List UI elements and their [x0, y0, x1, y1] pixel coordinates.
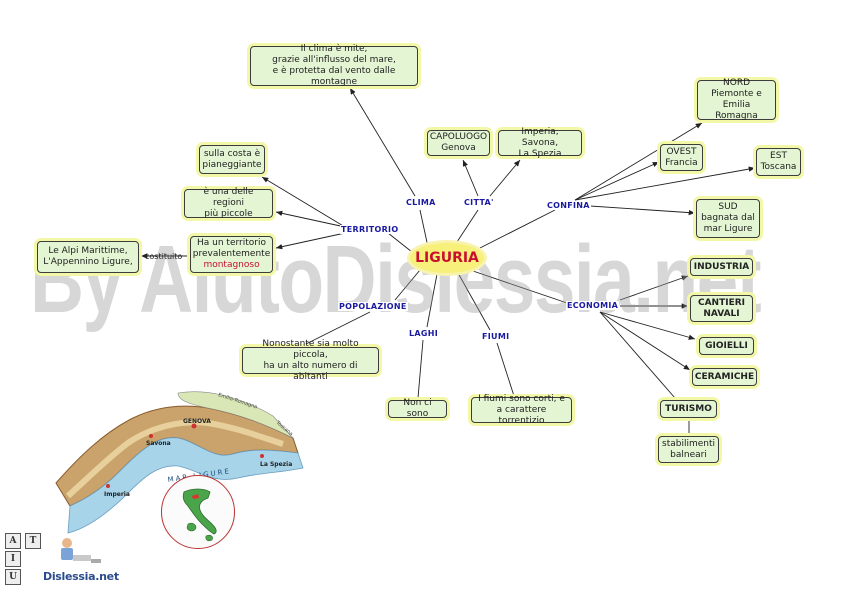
- node-clima-line-1: Il clima è mite,: [300, 44, 368, 54]
- node-cantieri-line-2: NAVALI: [703, 308, 740, 319]
- node-laghi-line-1: Non ci sono: [403, 398, 432, 419]
- node-clima[interactable]: Il clima è mite,grazie all'influsso del …: [250, 44, 418, 87]
- node-altre-citta-line-2: La Spezia: [518, 148, 562, 159]
- watermark: By AiutoDislessia.net: [30, 226, 762, 333]
- logo-letter-i: I: [5, 551, 21, 567]
- node-piccole-line-1: è una delle regioni: [203, 187, 254, 208]
- node-alpi[interactable]: Le Alpi Marittime,L'Appennino Ligure,: [37, 241, 139, 273]
- logo-letter-a: A: [5, 533, 21, 549]
- central-topic[interactable]: LIGURIA: [410, 243, 484, 273]
- italy-inset: [161, 475, 235, 549]
- map-label-genova: GENOVA: [183, 418, 211, 425]
- node-industria[interactable]: INDUSTRIA: [690, 258, 753, 276]
- node-territorio-highlight: montagnoso: [203, 260, 260, 270]
- branch-popolazione[interactable]: POPOLAZIONE: [338, 302, 408, 311]
- node-est-line-2: Toscana: [760, 162, 797, 172]
- branch-economia[interactable]: ECONOMIA: [566, 301, 620, 310]
- branch-fiumi[interactable]: FIUMI: [481, 332, 511, 341]
- node-popolazione-line-1: Nonostante sia molto piccola,: [262, 338, 359, 360]
- italy-icon: [182, 488, 217, 542]
- node-fiumi-line-2: a carattere torrentizio: [496, 404, 547, 426]
- map-label-la-spezia: La Spezia: [260, 461, 292, 468]
- node-sud-line-3: mar Ligure: [703, 224, 753, 234]
- logo-letter-t: T: [25, 533, 41, 549]
- node-sud-line-1: SUD: [718, 202, 738, 212]
- branch-clima[interactable]: CLIMA: [405, 198, 437, 207]
- liguria-map: Savona GENOVA Imperia La Spezia MAR LIGU…: [55, 391, 304, 534]
- node-nord-line-3: Emilia Romagna: [715, 100, 758, 121]
- node-popolazione-line-2: ha un alto numero di abitanti: [263, 360, 358, 382]
- node-piccole-line-2: più piccole: [204, 209, 253, 219]
- map-label-savona: Savona: [146, 440, 171, 447]
- node-sud-line-2: bagnata dal: [701, 213, 755, 223]
- node-altre-citta[interactable]: Imperia, Savona,La Spezia: [498, 126, 582, 159]
- node-ovest-line-2: Francia: [665, 157, 698, 168]
- node-est-line-1: EST: [770, 151, 787, 161]
- node-gioielli[interactable]: GIOIELLI: [699, 337, 754, 355]
- node-stabilimenti-line-2: balneari: [670, 449, 707, 460]
- logo-letter-u: U: [5, 569, 21, 585]
- branch-laghi[interactable]: LAGHI: [408, 329, 440, 338]
- node-territorio-line-1: Ha un territorio: [197, 238, 266, 248]
- branch-territorio[interactable]: TERRITORIO: [340, 225, 400, 234]
- logo-name: Dislessia.net: [43, 570, 119, 583]
- node-ovest-line-1: OVEST: [666, 146, 697, 157]
- node-costa-line-2: pianeggiante: [202, 159, 262, 170]
- node-capoluogo-line-2: Genova: [441, 143, 476, 153]
- node-nord-line-2: Piemonte e: [711, 89, 762, 99]
- aiutodislessia-logo[interactable]: A I T U Dislessia.net: [5, 529, 137, 587]
- node-clima-line-3: e è protetta dal vento dalle montagne: [272, 66, 396, 87]
- node-clima-line-2: grazie all'influsso del mare,: [272, 55, 396, 65]
- node-stabilimenti-line-1: stabilimenti: [662, 438, 715, 449]
- node-alpi-line-2: L'Appennino Ligure,: [43, 257, 133, 267]
- node-altre-citta-line-1: Imperia, Savona,: [521, 126, 559, 148]
- connector-label-costituito: costituito: [145, 252, 183, 261]
- map-label-imperia: Imperia: [104, 491, 130, 498]
- node-alpi-line-1: Le Alpi Marittime,: [48, 246, 128, 256]
- node-capoluogo-line-1: CAPOLUOGO: [429, 132, 488, 142]
- node-turismo[interactable]: TURISMO: [660, 400, 717, 418]
- reading-child-icon: [61, 538, 101, 563]
- node-nord-line-1: NORD: [723, 78, 750, 88]
- node-fiumi-line-1: I fiumi sono corti, e: [478, 393, 565, 404]
- node-laghi[interactable]: Non ci sono: [388, 398, 447, 419]
- branch-confina[interactable]: CONFINA: [546, 201, 591, 210]
- node-cantieri-line-1: CANTIERI: [697, 297, 746, 308]
- branch-citta[interactable]: CITTA': [463, 198, 495, 207]
- node-territorio-line-2: prevalentemente: [192, 249, 271, 259]
- node-ceramiche[interactable]: CERAMICHE: [692, 368, 757, 386]
- node-costa-line-1: sulla costa è: [203, 148, 261, 159]
- node-popolazione[interactable]: Nonostante sia molto piccola,ha un alto …: [242, 339, 379, 382]
